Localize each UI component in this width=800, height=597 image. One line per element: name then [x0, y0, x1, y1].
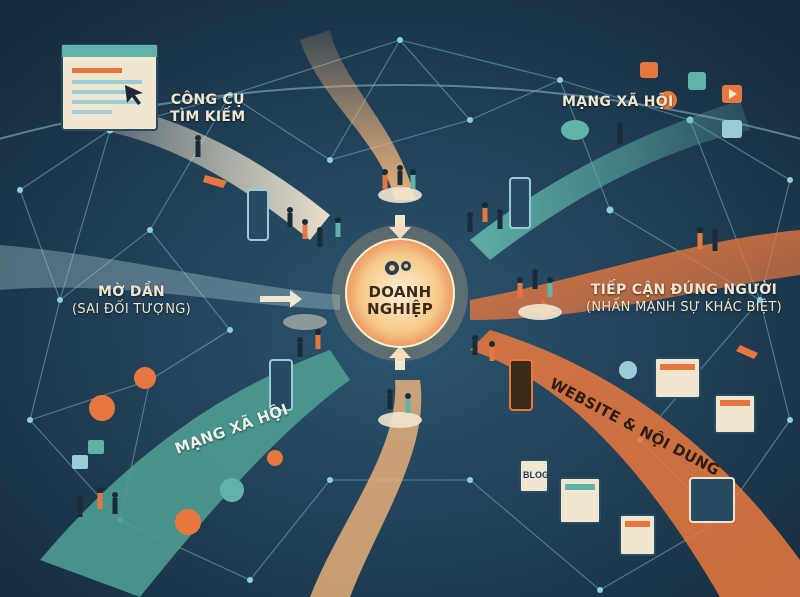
flow-targeted [470, 230, 800, 320]
flow-bottom [310, 380, 422, 597]
social-icons-top [561, 62, 742, 140]
people-groups [77, 122, 718, 517]
social-icons-bottom [72, 367, 283, 535]
website-pages [519, 357, 756, 556]
gateway-social-top [509, 177, 531, 229]
label-search-line1: CÔNG CỤ [170, 92, 245, 108]
blog-page-icon [519, 459, 549, 493]
label-social-top-text: MẠNG XÃ HỘI [562, 94, 674, 110]
hub-circle [345, 238, 455, 348]
chat-bubble-icon [640, 62, 658, 78]
label-targeted-line2: (NHẤN MẠNH SỰ KHÁC BIỆT) [586, 300, 782, 315]
send-icon [722, 120, 742, 138]
hub-label-line1: DOANH [368, 283, 432, 301]
label-social-top: MẠNG XÃ HỘI [562, 94, 673, 110]
pedestal-left [283, 314, 327, 330]
browser-window-icon [61, 44, 158, 131]
gear-icon [385, 261, 411, 275]
heart-icon [220, 478, 244, 502]
label-search-line2: TÌM KIẾM [170, 109, 246, 125]
pedestal-top [378, 187, 422, 203]
blog-tag: BLOG [523, 470, 549, 480]
flow-social-bottom [40, 350, 350, 597]
gateway-search [247, 189, 269, 241]
flow-website [470, 330, 800, 597]
label-blurry: MỜ DẦN (SAI ĐỐI TƯỢNG) [72, 284, 191, 318]
gateway-website [509, 359, 533, 411]
cursor-icon [125, 85, 143, 105]
pedestal-bottom [378, 412, 422, 428]
arrows-cream [260, 215, 411, 370]
flow-search [60, 100, 330, 240]
label-blurry-line1: MỜ DẦN [98, 284, 166, 300]
thumbs-up-icon [688, 72, 706, 90]
label-search: CÔNG CỤ TÌM KIẾM [170, 92, 246, 126]
flow-blurry [0, 245, 340, 310]
gateway-social-bottom [269, 359, 293, 411]
label-blurry-line2: (SAI ĐỐI TƯỢNG) [72, 302, 192, 317]
label-targeted-line1: TIẾP CẬN ĐÚNG NGƯỜI [590, 282, 778, 298]
hub-label: DOANH NGHIỆP [360, 284, 440, 318]
flow-social-top [470, 100, 750, 260]
flow-top [300, 30, 415, 200]
share-icon [89, 395, 115, 421]
hub-label-line2: NGHIỆP [366, 300, 434, 318]
share-icon [175, 509, 201, 535]
heart-icon [659, 91, 677, 109]
pedestal-right [518, 304, 562, 320]
label-targeted: TIẾP CẬN ĐÚNG NGƯỜI (NHẤN MẠNH SỰ KHÁC B… [586, 282, 782, 316]
